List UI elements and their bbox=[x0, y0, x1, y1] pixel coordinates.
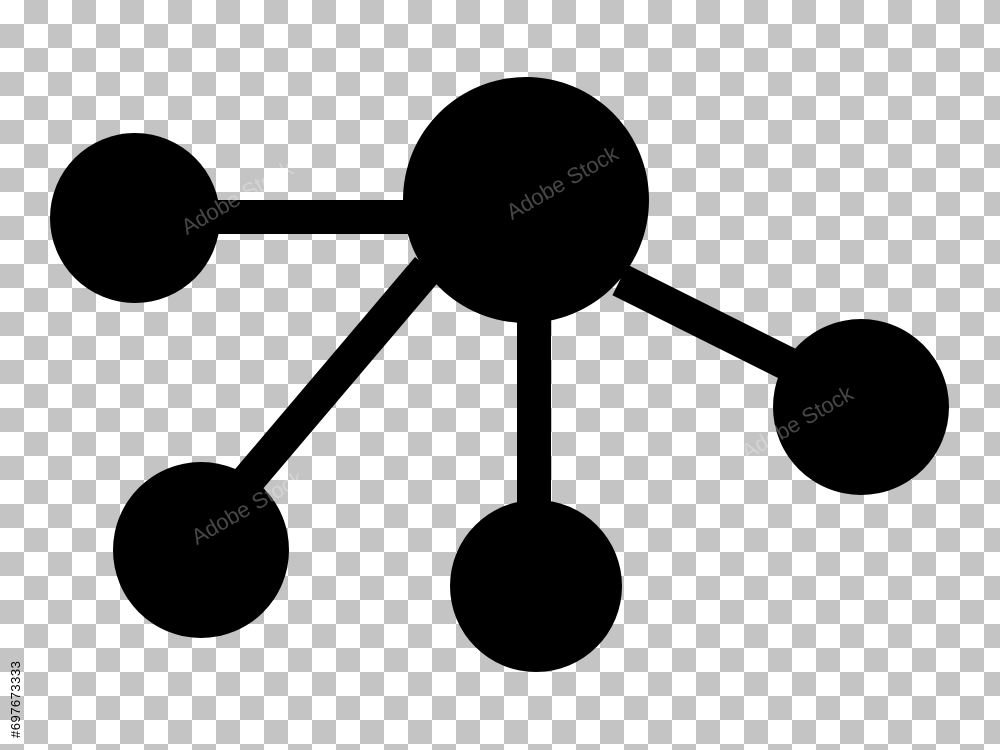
connector-lines bbox=[210, 200, 808, 515]
node-right bbox=[773, 319, 949, 495]
node-center bbox=[403, 77, 649, 323]
connector-right bbox=[612, 264, 808, 386]
stock-id-label: #697673333 bbox=[8, 660, 23, 738]
connector-bottom-left bbox=[225, 257, 441, 503]
nodes bbox=[50, 77, 949, 672]
node-bottom bbox=[450, 500, 622, 672]
node-bottom-left bbox=[113, 462, 289, 638]
node-left bbox=[50, 133, 220, 303]
